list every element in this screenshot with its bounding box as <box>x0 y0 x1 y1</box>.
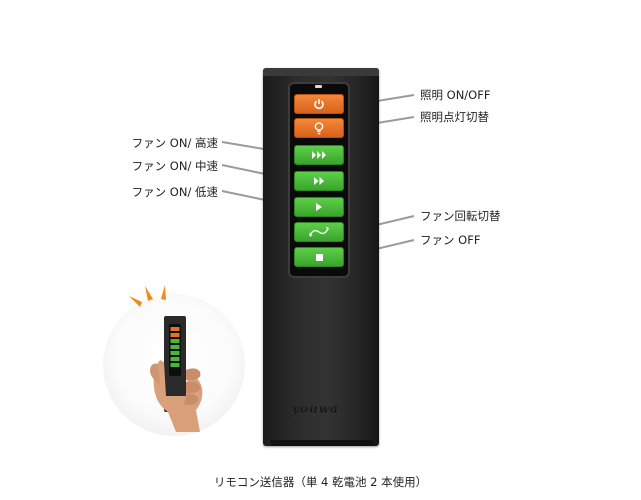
fan-mid-button[interactable] <box>294 171 344 191</box>
label-fan-reverse: ファン回転切替 <box>420 209 501 223</box>
indicator-led <box>315 85 322 88</box>
power-icon <box>314 99 324 110</box>
fan-off-button[interactable] <box>294 247 344 267</box>
bulb-icon <box>314 121 324 134</box>
label-light-switch: 照明点灯切替 <box>420 110 489 124</box>
label-fan-low: ファン ON/ 低速 <box>131 185 218 199</box>
rotation-icon <box>309 227 329 237</box>
label-power: 照明 ON/OFF <box>420 88 491 102</box>
fan-high-button[interactable] <box>294 145 344 165</box>
fan-reverse-button[interactable] <box>294 222 344 242</box>
remote-top-edge <box>263 68 379 76</box>
label-fan-mid: ファン ON/ 中速 <box>131 159 218 173</box>
double-forward-icon <box>314 177 324 185</box>
light-switch-button[interactable] <box>294 118 344 138</box>
play-icon <box>316 203 322 211</box>
attention-burst-icon <box>129 285 166 307</box>
label-fan-high: ファン ON/ 高速 <box>131 136 218 150</box>
hand-holding-remote-illustration <box>150 316 203 432</box>
stop-icon <box>315 253 323 261</box>
fan-low-button[interactable] <box>294 197 344 217</box>
caption: リモコン送信器（単 4 乾電池 2 本使用） <box>213 475 428 489</box>
remote-bottom <box>270 440 374 446</box>
brand-logo: youwa <box>292 402 339 416</box>
triple-forward-icon <box>312 151 326 159</box>
power-button[interactable] <box>294 94 344 114</box>
label-fan-off: ファン OFF <box>420 233 481 247</box>
